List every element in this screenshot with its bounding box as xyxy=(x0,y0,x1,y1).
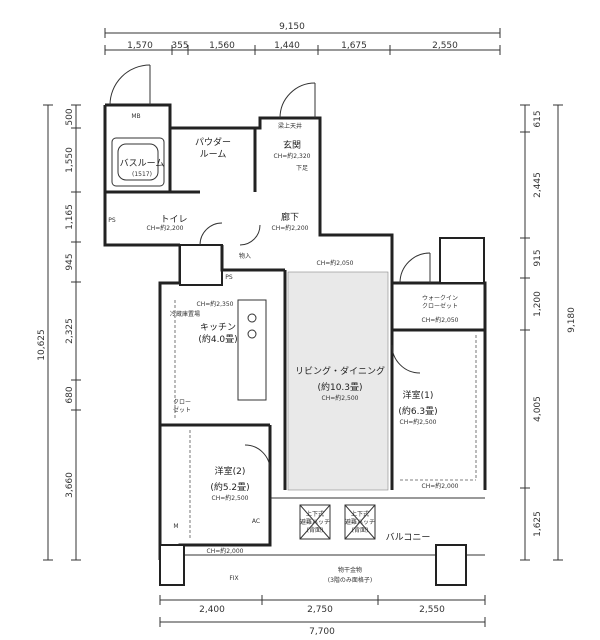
dim-right-seg-5: 4,005 xyxy=(533,396,543,422)
bottom-dimensions: 2,400 2,750 2,550 7,700 xyxy=(159,595,486,637)
escape-hatch-1 xyxy=(299,504,331,540)
label-toilet: トイレ xyxy=(160,215,187,225)
dim-top-seg-2: 355 xyxy=(171,41,188,51)
label-closet-1: クロー xyxy=(173,399,191,406)
dim-bottom-seg-1: 2,400 xyxy=(199,605,225,615)
label-western1-1: 洋室(1) xyxy=(403,389,434,401)
label-hall: 廊下 xyxy=(281,211,299,223)
label-entrance-ch: CH=約2,320 xyxy=(274,152,311,160)
label-shoe: 下足 xyxy=(296,165,308,172)
label-m: M xyxy=(173,523,178,530)
label-balcony-note: (3階のみ面格子) xyxy=(328,576,373,584)
label-powder-2: ルーム xyxy=(200,149,227,160)
label-escape2-3: (背面) xyxy=(352,526,369,534)
label-powder-1: パウダー xyxy=(195,136,231,148)
dim-bottom-seg-3: 2,550 xyxy=(419,605,445,615)
dim-top-seg-6: 2,550 xyxy=(432,41,458,51)
label-entrance: 玄関 xyxy=(283,139,301,151)
label-hall-ceiling: 梁上天井 xyxy=(278,122,302,130)
label-escape2-1: 上下式 xyxy=(351,510,369,518)
label-mb: MB xyxy=(131,113,140,120)
label-living-ch: CH=約2,500 xyxy=(322,394,359,402)
label-hall-ch: CH=約2,200 xyxy=(272,224,309,232)
label-toilet-ch: CH=約2,200 xyxy=(147,224,184,232)
door-swings xyxy=(109,64,431,471)
dim-right-seg-6: 1,625 xyxy=(533,511,543,537)
label-escape1-3: (背面) xyxy=(307,526,324,534)
dim-top-total: 9,150 xyxy=(279,22,305,32)
label-living-1: リビング・ダイニング xyxy=(295,365,385,377)
label-western2-2: (約5.2畳) xyxy=(210,481,249,493)
label-walkin-1: ウォークイン xyxy=(422,294,458,302)
label-escape2-2: 避難ハッチ xyxy=(345,518,375,526)
living-dining-floor xyxy=(287,271,389,491)
label-western2-bottom-ch: CH=約2,000 xyxy=(207,547,244,555)
dim-bottom-seg-2: 2,750 xyxy=(307,605,333,615)
dim-top-seg-5: 1,675 xyxy=(341,41,367,51)
label-kitchen-1: キッチン xyxy=(200,322,236,333)
label-ac: AC xyxy=(252,518,260,525)
label-ps2: PS xyxy=(108,217,116,224)
label-walkin-ch: CH=約2,050 xyxy=(422,316,459,324)
label-escape1-2: 避難ハッチ xyxy=(300,518,330,526)
dim-right-total: 9,180 xyxy=(567,307,577,333)
label-kitchen-2: (約4.0畳) xyxy=(198,333,237,345)
dim-right-seg-1: 615 xyxy=(533,110,543,127)
label-living-2: (約10.3畳) xyxy=(317,381,362,393)
escape-hatch-2 xyxy=(344,504,376,540)
label-drying: 物干金物 xyxy=(338,566,362,574)
dim-top-seg-3: 1,560 xyxy=(209,41,235,51)
label-western1-2: (約6.3畳) xyxy=(398,405,437,417)
dim-top-seg-4: 1,440 xyxy=(274,41,300,51)
label-closet-2: ゼット xyxy=(173,406,191,414)
label-walkin-2: クローゼット xyxy=(422,302,458,310)
right-dimensions: 615 2,445 915 1,200 4,005 1,625 9,180 xyxy=(520,104,577,561)
label-western1-bottom-ch: CH=約2,000 xyxy=(422,482,459,490)
label-bath-size: (1517) xyxy=(132,171,152,178)
dim-left-seg-3: 1,165 xyxy=(65,204,75,230)
label-western2-1: 洋室(2) xyxy=(215,465,246,477)
label-living-top-ch: CH=約2,050 xyxy=(317,259,354,267)
dim-left-seg-5: 2,325 xyxy=(65,318,75,344)
dim-right-seg-4: 1,200 xyxy=(533,291,543,317)
top-dimensions: 9,150 1,570 355 1,560 1,440 1,675 2,550 xyxy=(104,22,501,55)
bathtub xyxy=(111,137,165,187)
label-western1-ch: CH=約2,500 xyxy=(400,418,437,426)
label-balcony: バルコニー xyxy=(386,532,431,543)
room-labels: MB パウダー ルーム バスルーム (1517) 玄関 CH=約2,320 梁上… xyxy=(108,113,458,584)
left-dimensions: 10,625 500 1,550 1,165 945 2,325 680 3,6… xyxy=(37,104,81,561)
ceiling-lines xyxy=(174,300,477,540)
dim-right-seg-3: 915 xyxy=(533,249,543,266)
label-fridge: 冷蔵庫置場 xyxy=(170,310,200,318)
dim-bottom-total: 7,700 xyxy=(309,627,335,637)
label-fix: FIX xyxy=(229,575,238,582)
walls xyxy=(103,103,487,586)
label-storage: 物入 xyxy=(239,252,251,260)
label-ps1: PS xyxy=(225,274,233,281)
dim-left-seg-7: 3,660 xyxy=(65,472,75,498)
dim-left-seg-1: 500 xyxy=(65,108,75,125)
dim-right-seg-2: 2,445 xyxy=(533,172,543,198)
dim-left-total: 10,625 xyxy=(37,329,47,361)
dim-left-seg-4: 945 xyxy=(65,253,75,270)
dim-top-seg-1: 1,570 xyxy=(127,41,153,51)
label-kitchen-ch: CH=約2,350 xyxy=(197,300,234,308)
kitchen-counter xyxy=(237,299,267,401)
label-western2-ch: CH=約2,500 xyxy=(212,494,249,502)
label-bath: バスルーム xyxy=(120,158,165,169)
label-escape1-1: 上下式 xyxy=(306,510,324,518)
dim-left-seg-2: 1,550 xyxy=(65,147,75,173)
dim-left-seg-6: 680 xyxy=(65,386,75,403)
